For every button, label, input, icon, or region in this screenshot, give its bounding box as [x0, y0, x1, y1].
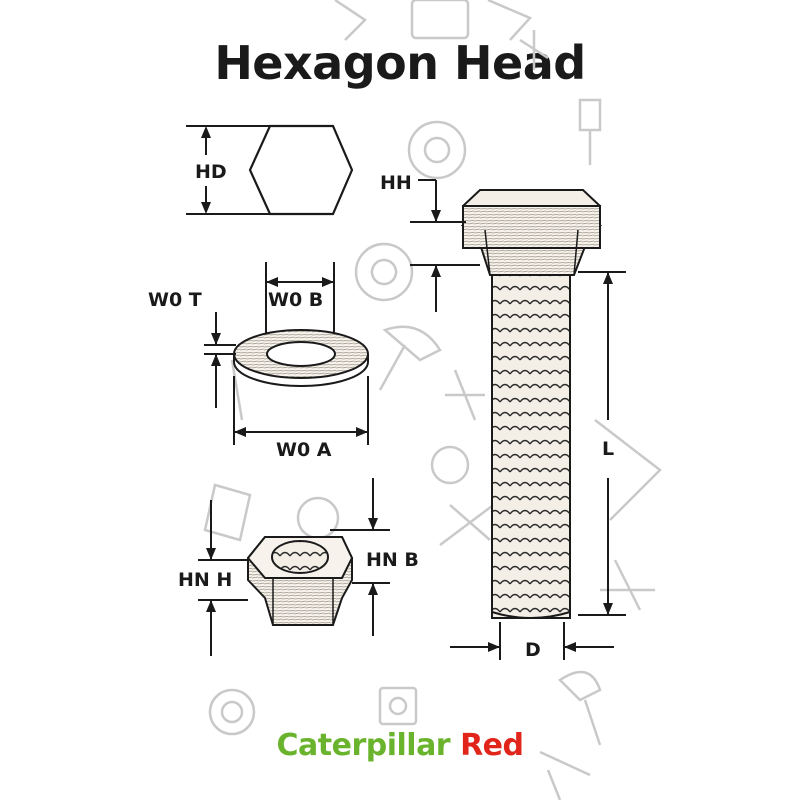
- bg-plate-icon: [203, 483, 252, 542]
- hnb-arrow-up: [368, 583, 378, 595]
- bg-rivet-icon: [378, 325, 442, 391]
- wot-arrow-down: [211, 333, 221, 345]
- bg-nut-hole-icon: [423, 136, 451, 164]
- hd-arrow-down: [201, 202, 211, 214]
- hd-arrow-up: [201, 126, 211, 138]
- hd-label: HD: [195, 161, 227, 183]
- bg-washer-icon: [354, 242, 414, 302]
- brand-logo: Caterpillar Red: [0, 728, 800, 763]
- bg-target-icon: [208, 688, 256, 736]
- brand-logo-part1: Caterpillar: [276, 728, 451, 763]
- bg-hook-icon: [334, 0, 367, 41]
- l-arrow-up: [603, 272, 613, 284]
- woa-arrow-right: [356, 427, 368, 437]
- washer-hole: [266, 341, 336, 367]
- bg-washer-hole-icon: [370, 258, 398, 286]
- hnh-label: HN H: [178, 569, 232, 591]
- bg-screw-small-icon: [439, 499, 501, 546]
- bg-square-nut-hole-icon: [388, 696, 408, 716]
- hex-nut: HN H HN B: [178, 478, 419, 656]
- hnh-arrow-down: [206, 548, 216, 560]
- washer: W0 B W0 T W0 A: [148, 262, 369, 461]
- bg-target-center-icon: [220, 700, 244, 724]
- bg-bracket-icon: [410, 0, 470, 40]
- d-label: D: [525, 639, 541, 661]
- hex-bolt: HH L D: [380, 172, 626, 661]
- bg-wood-screw-icon: [558, 670, 602, 746]
- bolt-tip: [491, 611, 571, 619]
- bg-nut-small-icon: [296, 496, 340, 540]
- hh-arrow-up: [431, 265, 441, 277]
- bg-clip-icon: [539, 750, 591, 800]
- hh-arrow-down: [431, 210, 441, 222]
- bg-countersunk-icon: [594, 419, 662, 521]
- bg-pin-icon: [600, 559, 655, 611]
- d-arrow-right: [488, 642, 500, 652]
- bolt-head-edge-left: [484, 229, 491, 276]
- wot-arrow-up: [211, 354, 221, 366]
- bolt-head-band: [462, 205, 601, 249]
- bg-bolt-icon: [578, 98, 602, 165]
- bg-nail-icon: [445, 369, 485, 421]
- bg-screw-icon: [487, 0, 533, 41]
- hh-label: HH: [380, 172, 412, 194]
- hexagon-outline: [248, 124, 354, 216]
- bolt-head-edge-right: [573, 229, 579, 276]
- hnb-arrow-down: [368, 518, 378, 530]
- wob-arrow-right: [322, 277, 334, 287]
- nut-threaded-hole: [271, 540, 329, 574]
- wob-label: W0 B: [268, 289, 323, 311]
- d-arrow-left: [564, 642, 576, 652]
- bg-rod-icon: [230, 359, 244, 421]
- woa-arrow-left: [234, 427, 246, 437]
- page-title: Hexagon Head: [214, 36, 586, 90]
- hnb-label: HN B: [366, 549, 419, 571]
- bg-nut-icon: [407, 120, 467, 180]
- l-arrow-down: [603, 603, 613, 615]
- bg-square-nut-icon: [378, 686, 418, 726]
- bg-ring-icon: [430, 445, 470, 485]
- hnh-arrow-up: [206, 600, 216, 612]
- brand-logo-part2: Red: [460, 728, 524, 763]
- l-label: L: [602, 438, 614, 460]
- bg-cross-icon: [519, 30, 549, 70]
- hexagon-top-view: HD: [186, 124, 354, 216]
- wot-label: W0 T: [148, 289, 202, 311]
- wob-arrow-left: [266, 277, 278, 287]
- bolt-shank-threads: [491, 271, 571, 619]
- woa-label: W0 A: [276, 439, 332, 461]
- background-fastener-icons: [203, 0, 662, 800]
